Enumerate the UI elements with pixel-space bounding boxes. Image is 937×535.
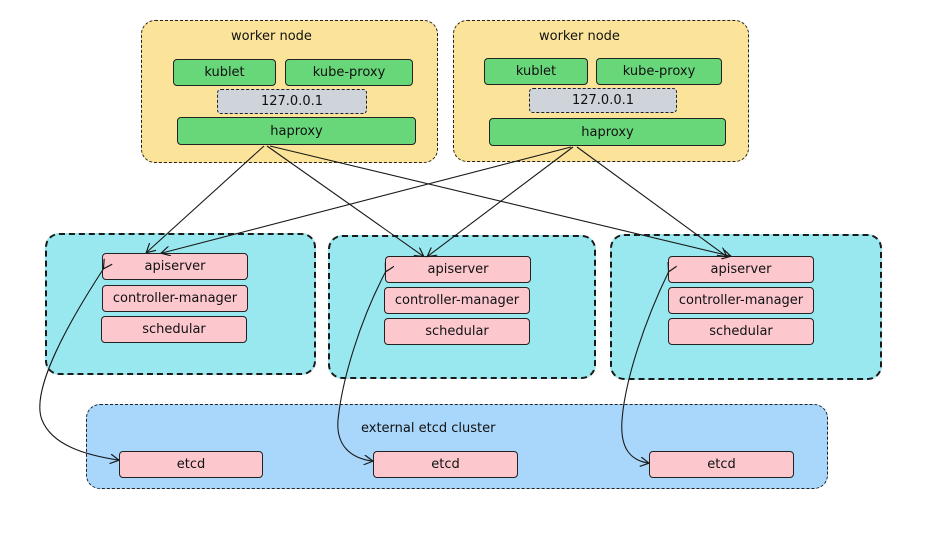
worker-node-2-title: worker node: [539, 29, 620, 44]
cp-3-scheduler: schedular: [668, 318, 814, 345]
worker-1-kube-proxy: kube-proxy: [285, 59, 413, 86]
arrow-hap1-api3: [269, 145, 730, 256]
worker-1-localhost: 127.0.0.1: [217, 89, 367, 114]
arrow-api3-etcd3: [621, 271, 669, 463]
arrow-api2-etcd2: [337, 271, 386, 461]
etcd-node-2: etcd: [373, 451, 518, 478]
arrow-api1-etcd1: [39, 268, 118, 460]
worker-2-haproxy: haproxy: [489, 118, 726, 146]
arrow-hap2-api2: [428, 146, 574, 256]
cp-1-scheduler: schedular: [101, 316, 247, 343]
worker-1-kublet: kublet: [173, 59, 276, 86]
worker-2-localhost: 127.0.0.1: [529, 88, 677, 113]
worker-node-1-title: worker node: [231, 29, 312, 44]
cp-2-controller-manager: controller-manager: [384, 287, 530, 314]
worker-2-kube-proxy: kube-proxy: [596, 58, 722, 85]
cp-3-apiserver: apiserver: [668, 256, 814, 283]
arrow-hap1-api1: [147, 145, 265, 252]
worker-2-kublet: kublet: [484, 58, 588, 85]
worker-1-haproxy: haproxy: [177, 117, 416, 145]
cp-1-apiserver: apiserver: [102, 253, 248, 280]
etcd-cluster-title: external etcd cluster: [361, 421, 496, 436]
etcd-node-1: etcd: [119, 451, 263, 478]
arrow-hap2-api3: [576, 146, 726, 256]
arrow-hap2-api1: [162, 146, 572, 253]
arrow-hap1-api2: [266, 145, 423, 256]
cp-1-controller-manager: controller-manager: [102, 285, 248, 312]
cp-2-scheduler: schedular: [384, 318, 530, 345]
cp-2-apiserver: apiserver: [385, 256, 531, 283]
